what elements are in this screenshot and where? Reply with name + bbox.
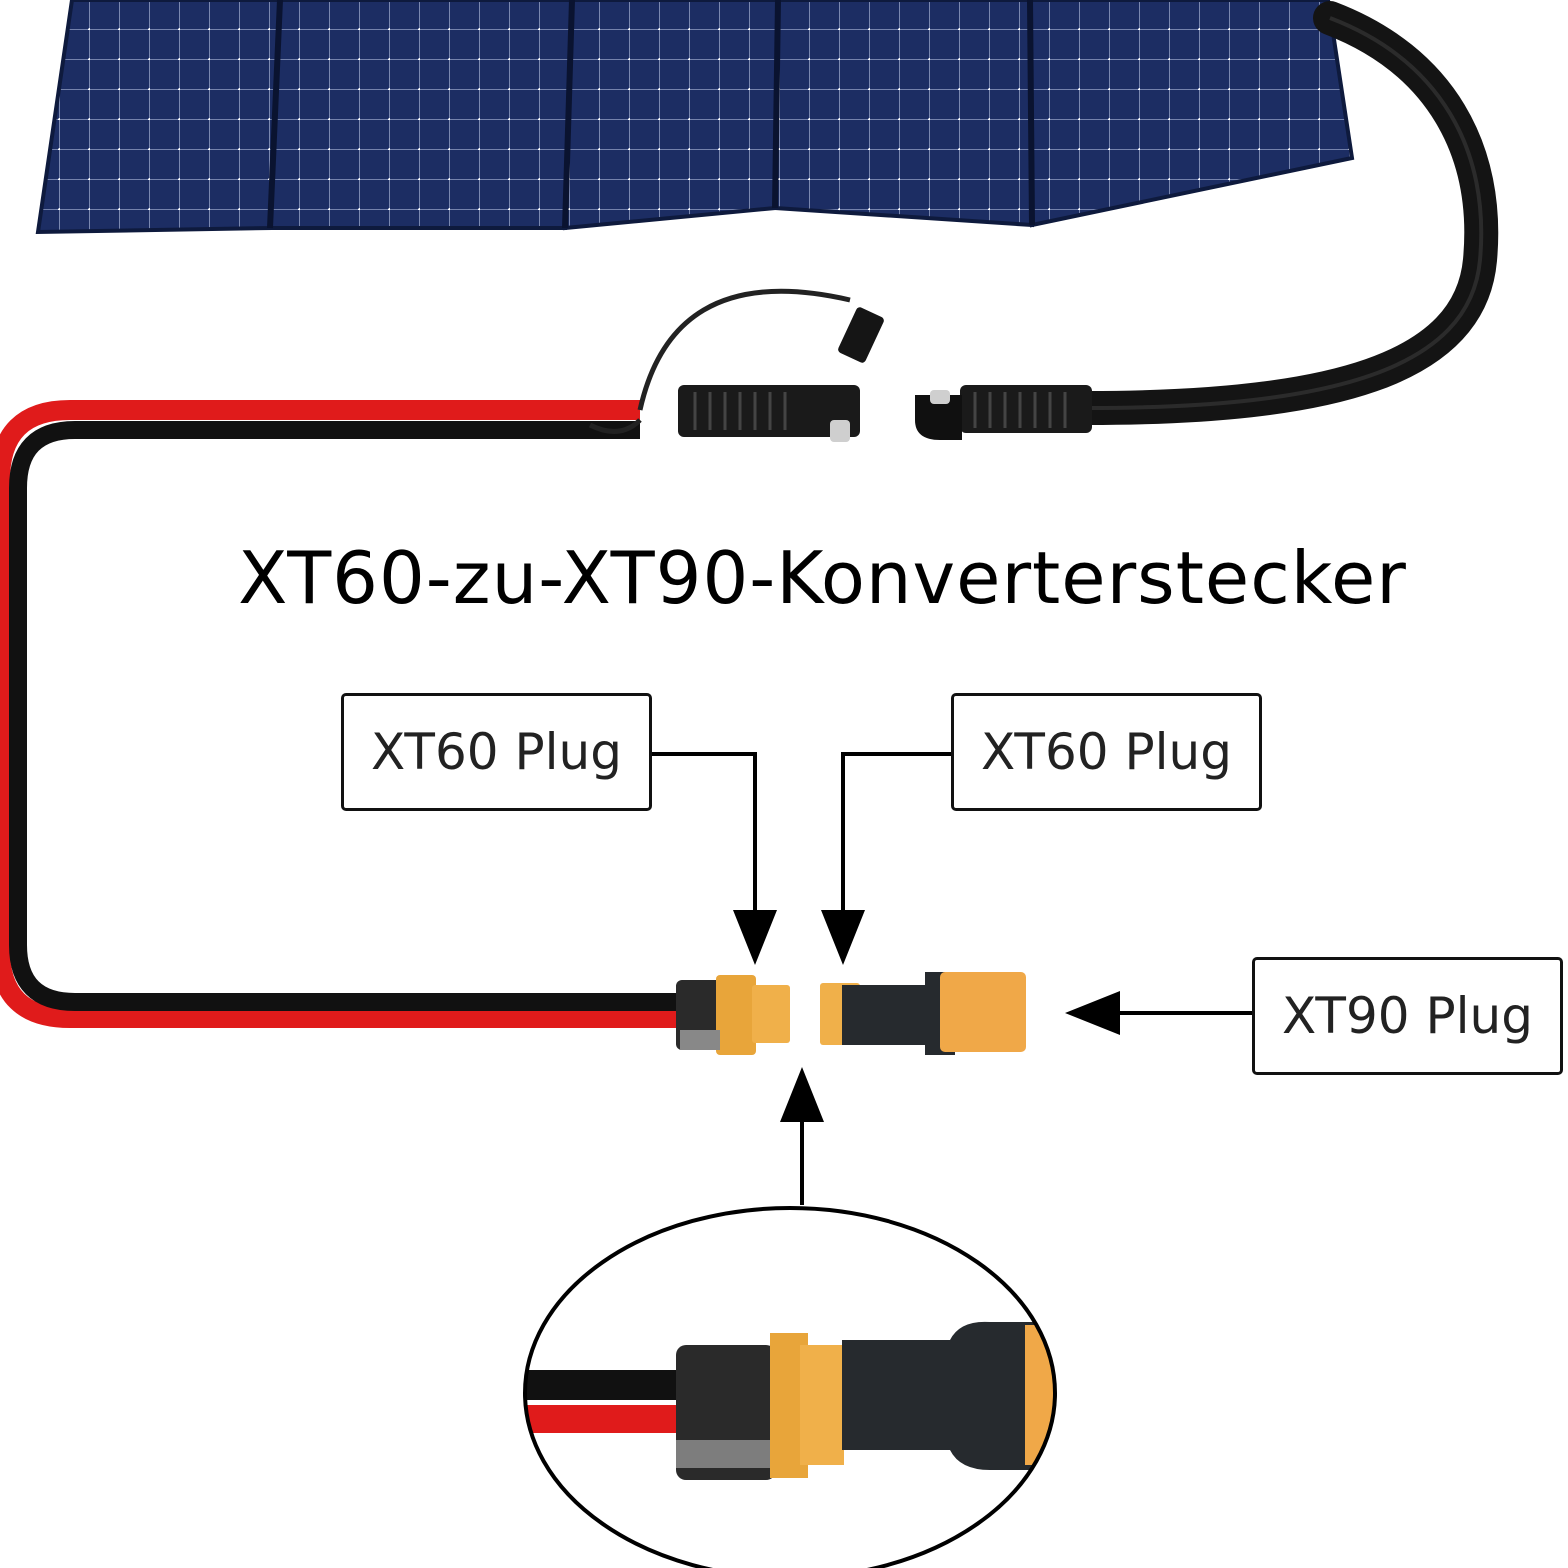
xt60-plug-label-middle: XT60 Plug (951, 693, 1262, 811)
xt60-plug-on-cable (676, 975, 790, 1055)
xt90-plug-label: XT90 Plug (1252, 957, 1563, 1075)
panel-cable (1071, 1, 1499, 425)
arrows (652, 752, 1252, 1205)
xt60-to-xt90-adapter (820, 972, 1026, 1055)
red-black-cable (0, 400, 680, 1028)
page-title: XT60-zu-XT90-Konverterstecker (238, 536, 1407, 620)
sae-connector-right (915, 385, 1092, 440)
xt60-plug-label-left: XT60 Plug (341, 693, 652, 811)
sae-connector-left (588, 288, 884, 442)
solar-panel (35, 0, 1355, 235)
magnified-lens (523, 1206, 1057, 1568)
